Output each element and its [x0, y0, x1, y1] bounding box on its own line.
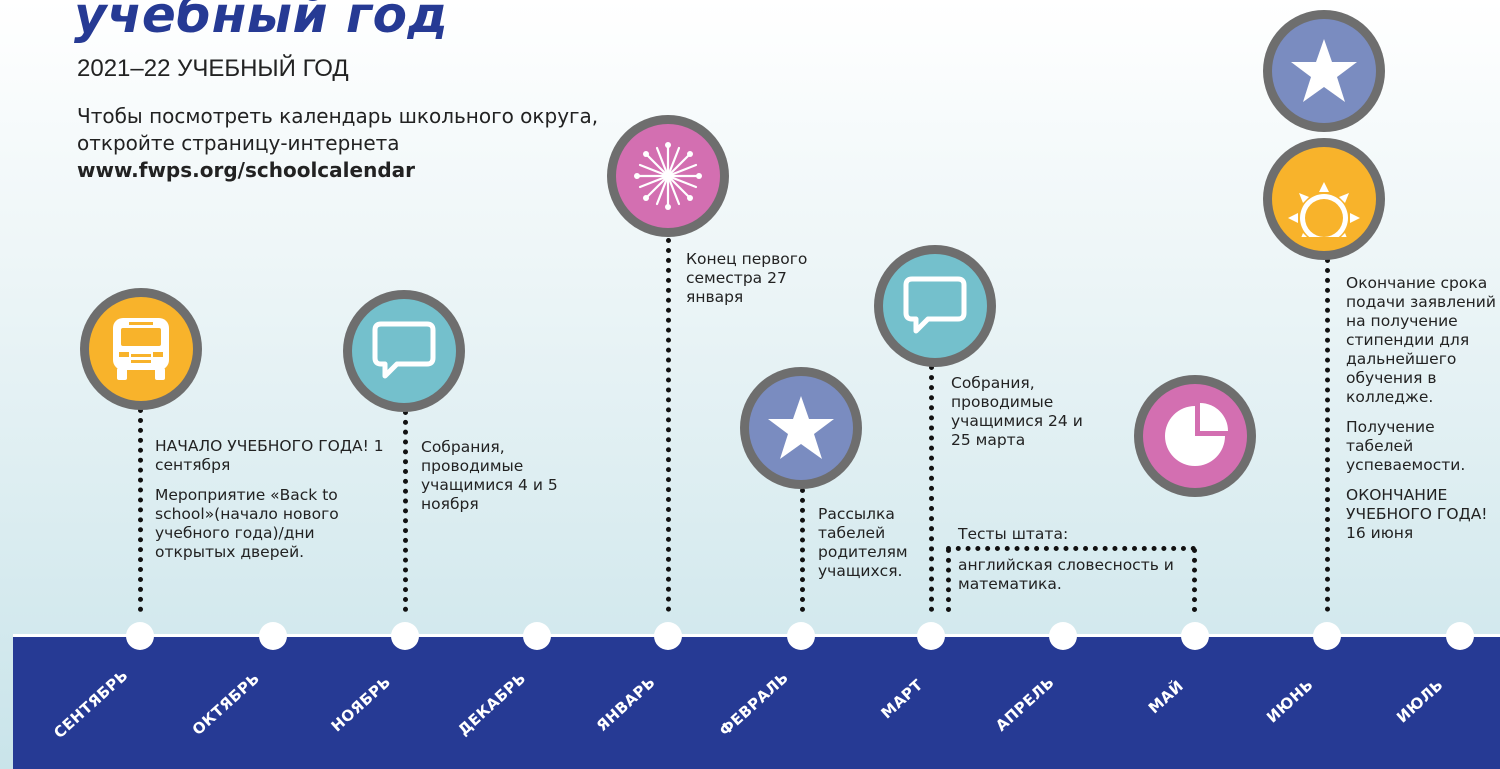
november-event-text: Собрания, проводимые учащимися 4 и 5 ноя… [421, 438, 571, 525]
star-icon [768, 396, 834, 459]
september-event-badge [80, 288, 202, 410]
september-event-text: НАЧАЛО УЧЕБНОГО ГОДА! 1 сентября Меропри… [155, 437, 385, 573]
school-end-text: ОКОНЧАНИЕ УЧЕБНОГО ГОДА! 16 июня [1346, 486, 1488, 542]
march-event-text: Собрания, проводимые учащимися 24 и 25 м… [951, 374, 1101, 461]
semester-end-text: Конец первого семестра 27 января [686, 250, 808, 306]
february-event-text: Рассылка табелей родителям учащихся. [818, 505, 938, 592]
school-bus-icon [113, 318, 169, 380]
calendar-url-link[interactable]: www.fwps.org/schoolcalendar [77, 158, 415, 182]
timeline-axis [13, 634, 1500, 637]
month-dot-october [259, 622, 287, 650]
state-tests-left-connector [946, 548, 951, 612]
page-title: учебный год [74, 0, 449, 44]
june-sun-badge [1263, 138, 1385, 260]
month-dot-june [1313, 622, 1341, 650]
may-event-badge [1134, 375, 1256, 497]
snowflake-icon [634, 142, 702, 210]
month-dot-january [654, 622, 682, 650]
state-tests-right-connector [1192, 548, 1197, 612]
june-connector [1325, 258, 1330, 612]
timeline-band [13, 636, 1500, 769]
september-connector [138, 408, 143, 612]
month-dot-november [391, 622, 419, 650]
march-connector [929, 365, 934, 612]
month-dot-september [126, 622, 154, 650]
intro-text: Чтобы посмотреть календарь школьного окр… [77, 104, 599, 155]
sun-icon [1288, 182, 1360, 237]
page-subtitle: 2021–22 УЧЕБНЫЙ ГОД [77, 55, 349, 82]
january-event-text: Конец первого семестра 27 января [686, 250, 846, 318]
march-event-badge [874, 245, 996, 367]
pie-chart-icon [1165, 403, 1228, 466]
month-dot-may [1181, 622, 1209, 650]
scholarship-deadline-text: Окончание срока подачи заявлений на полу… [1346, 274, 1496, 406]
report-cards-text: Получение табелей успеваемости. [1346, 418, 1466, 474]
state-tests-heading: Тесты штата: [958, 525, 1069, 543]
november-event-badge [343, 290, 465, 412]
january-event-badge [607, 115, 729, 237]
november-connector [403, 410, 408, 612]
star-icon [1291, 39, 1357, 102]
march-meetings-text: Собрания, проводимые учащимися 24 и 25 м… [951, 374, 1083, 449]
month-dot-february [787, 622, 815, 650]
report-card-mailing-text: Рассылка табелей родителям учащихся. [818, 505, 908, 580]
june-event-text: Окончание срока подачи заявлений на полу… [1346, 274, 1496, 554]
june-star-badge [1263, 10, 1385, 132]
month-dot-april [1049, 622, 1077, 650]
january-connector [666, 238, 671, 612]
month-dot-july [1446, 622, 1474, 650]
state-tests-text: английская словесность и математика. [958, 556, 1174, 593]
february-connector [800, 488, 805, 612]
february-event-badge [740, 367, 862, 489]
back-to-school-text: Мероприятие «Back to school»(начало ново… [155, 486, 339, 561]
november-meetings-text: Собрания, проводимые учащимися 4 и 5 ноя… [421, 438, 558, 513]
intro-text-block: Чтобы посмотреть календарь школьного окр… [77, 103, 617, 184]
speech-bubble-icon [903, 276, 967, 334]
state-tests-bracket [946, 546, 1196, 551]
speech-bubble-icon [372, 321, 436, 379]
month-dot-december [523, 622, 551, 650]
month-dot-march [917, 622, 945, 650]
school-start-text: НАЧАЛО УЧЕБНОГО ГОДА! 1 сентября [155, 437, 384, 474]
